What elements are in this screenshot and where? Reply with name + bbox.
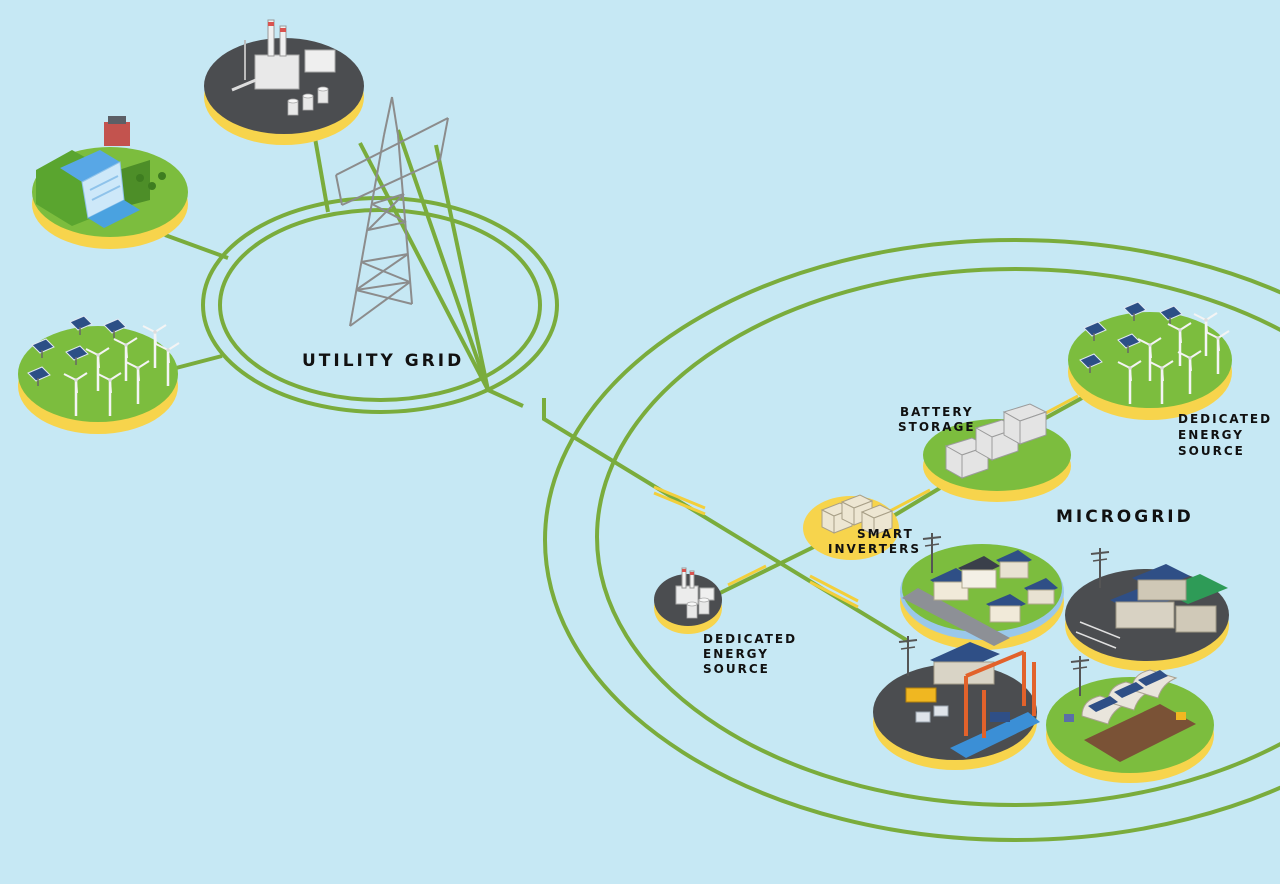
campus-icon	[1075, 564, 1228, 649]
transmission-tower	[335, 96, 449, 327]
houses-icon	[930, 550, 1058, 623]
utility-grid-ring	[201, 196, 559, 414]
svg-text:SOURCE: SOURCE	[703, 662, 770, 676]
svg-text:DEDICATED: DEDICATED	[703, 632, 797, 646]
dedicated-energy-source-right-platform	[1068, 301, 1232, 420]
residential-platform	[900, 532, 1064, 650]
industrial-port-platform	[873, 635, 1040, 770]
power-plant-platform	[204, 19, 364, 145]
battery-storage-label: BATTERY STORAGE	[898, 405, 976, 434]
svg-text:BATTERY: BATTERY	[900, 405, 974, 419]
microgrid-label: MICROGRID	[1056, 507, 1194, 527]
smart-inverters-label: SMART INVERTERS	[828, 527, 921, 556]
utility-grid-label: UTILITY GRID	[302, 351, 464, 371]
smart-inverters-platform	[803, 494, 899, 560]
dedicated-energy-source-left-platform	[654, 567, 722, 634]
svg-text:ENERGY: ENERGY	[703, 647, 769, 661]
battery-storage-platform	[923, 403, 1071, 502]
svg-text:INVERTERS: INVERTERS	[828, 542, 921, 556]
hydro-dam-platform	[32, 116, 188, 249]
greenhouses-icon	[1064, 669, 1186, 725]
campus-platform	[1065, 547, 1229, 671]
farm-platform	[1046, 655, 1214, 783]
svg-text:SOURCE: SOURCE	[1178, 444, 1245, 458]
microgrid-ring	[543, 238, 1280, 842]
wind-solar-farm-platform	[18, 315, 181, 434]
port-icon	[905, 642, 1036, 738]
smart-inverters-icon	[820, 494, 894, 536]
power-plant-icon	[231, 19, 336, 116]
svg-text:ENERGY: ENERGY	[1178, 428, 1244, 442]
dedicated-energy-source-right-label: DEDICATED ENERGY SOURCE	[1178, 412, 1272, 458]
labels: UTILITY GRID MICROGRID BATTERY STORAGE S…	[302, 351, 1272, 676]
hydro-dam-icon	[36, 116, 166, 228]
small-power-plant-icon	[675, 567, 715, 619]
power-flow-arrows	[653, 394, 1079, 609]
dedicated-energy-source-left-label: DEDICATED ENERGY SOURCE	[703, 632, 797, 676]
battery-storage-icon	[944, 403, 1048, 479]
svg-text:STORAGE: STORAGE	[898, 420, 976, 434]
svg-text:DEDICATED: DEDICATED	[1178, 412, 1272, 426]
svg-text:SMART: SMART	[857, 527, 914, 541]
